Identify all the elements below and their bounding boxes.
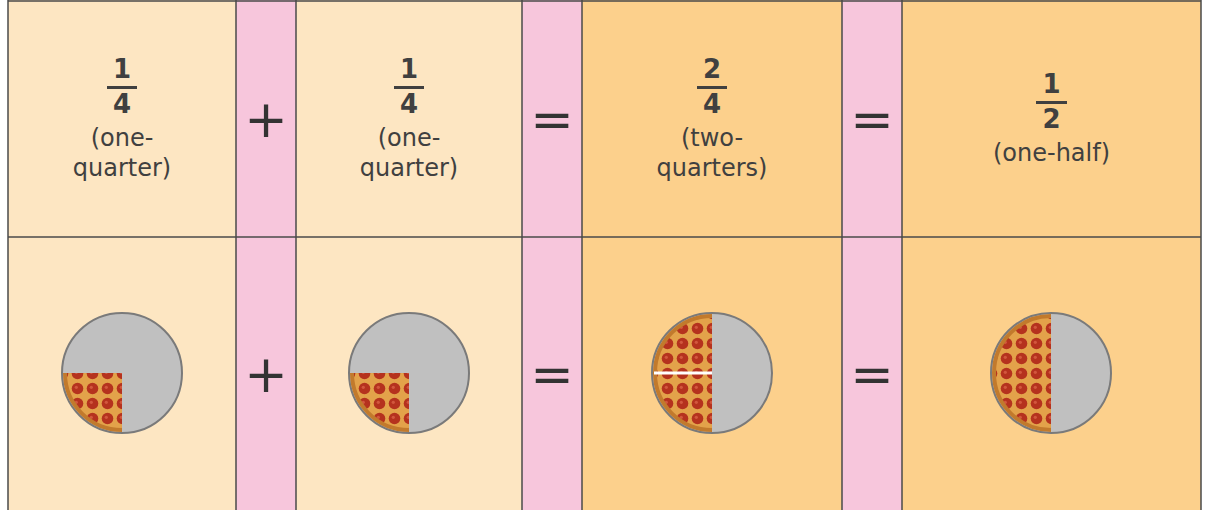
- denominator: 4: [400, 89, 418, 120]
- operator-symbol: +: [244, 93, 288, 145]
- quarter-pizza: [62, 313, 182, 433]
- fraction-name: (one-quarter): [334, 123, 484, 183]
- fraction-cell: 14(one-quarter): [8, 1, 236, 237]
- pink-column: [522, 0, 582, 510]
- quarter-pizza: [349, 313, 469, 433]
- peach-column: [8, 0, 236, 510]
- orange-column: [582, 0, 842, 510]
- operator-symbol: =: [530, 93, 574, 145]
- operator-cell: +: [236, 237, 296, 510]
- operator-cell: =: [522, 1, 582, 237]
- denominator: 2: [1042, 104, 1060, 135]
- numerator: 1: [394, 55, 424, 89]
- pink-column: [842, 0, 902, 510]
- operator-cell: =: [522, 237, 582, 510]
- fraction-cell: 24(two-quarters): [582, 1, 842, 237]
- pink-column: [236, 0, 296, 510]
- orange-column: [902, 0, 1201, 510]
- fraction-cell: 14(one-quarter): [296, 1, 522, 237]
- numerator: 1: [1036, 70, 1066, 104]
- half-pizza: [991, 313, 1111, 433]
- fraction-cell: 12(one-half): [902, 1, 1201, 237]
- operator-symbol: =: [530, 348, 574, 400]
- numerator: 1: [107, 55, 137, 89]
- peach-column: [296, 0, 522, 510]
- grid-lines: [8, 0, 1201, 510]
- fraction-name: (two-quarters): [637, 123, 787, 183]
- operator-cell: +: [236, 1, 296, 237]
- operator-cell: =: [842, 1, 902, 237]
- operator-symbol: =: [850, 93, 894, 145]
- two-quarter-pizza: [652, 313, 772, 433]
- fraction-name: (one-half): [993, 138, 1110, 168]
- fraction-name: (one-quarter): [47, 123, 197, 183]
- numerator: 2: [697, 55, 727, 89]
- operator-symbol: =: [850, 348, 894, 400]
- denominator: 4: [113, 89, 131, 120]
- operator-cell: =: [842, 237, 902, 510]
- operator-symbol: +: [244, 348, 288, 400]
- denominator: 4: [703, 89, 721, 120]
